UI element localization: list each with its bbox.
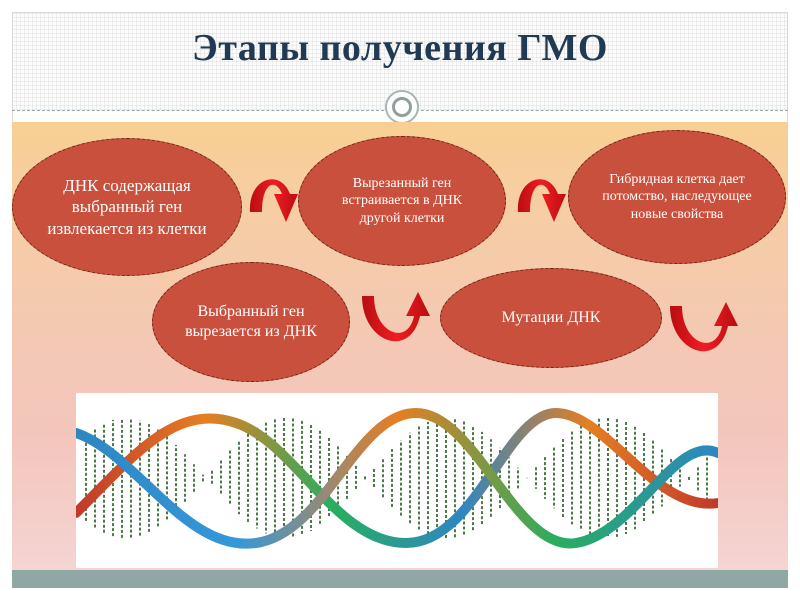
step-insert-gene-label: Вырезанный ген встраивается в ДНК другой… [341, 175, 463, 226]
step-hybrid-offspring-label: Гибридная клетка дает потомство, наследу… [602, 171, 752, 222]
curved-arrow-up-icon [670, 302, 738, 352]
footer-bar [12, 570, 788, 588]
step-extract-dna: ДНК содержащая выбранный ген извлекается… [12, 138, 242, 276]
step-dna-mutations-label: Мутации ДНК [501, 309, 601, 326]
page-title: Этапы получения ГМО [192, 27, 608, 69]
step-dna-mutations: Мутации ДНК [440, 268, 662, 368]
step-cut-gene-label: Выбранный ген вырезается из ДНК [185, 303, 317, 340]
step-insert-gene: Вырезанный ген встраивается в ДНК другой… [298, 136, 506, 266]
divider-circle-icon [385, 90, 419, 124]
curved-arrow-down-icon [249, 179, 298, 222]
header-background [12, 12, 788, 110]
curved-arrow-up-icon [362, 292, 430, 342]
curved-arrow-down-icon [517, 179, 566, 222]
step-extract-dna-label: ДНК содержащая выбранный ген извлекается… [47, 176, 207, 238]
step-hybrid-offspring: Гибридная клетка дает потомство, наследу… [568, 130, 786, 264]
dna-helix-image [71, 393, 723, 568]
step-cut-gene: Выбранный ген вырезается из ДНК [152, 262, 350, 382]
